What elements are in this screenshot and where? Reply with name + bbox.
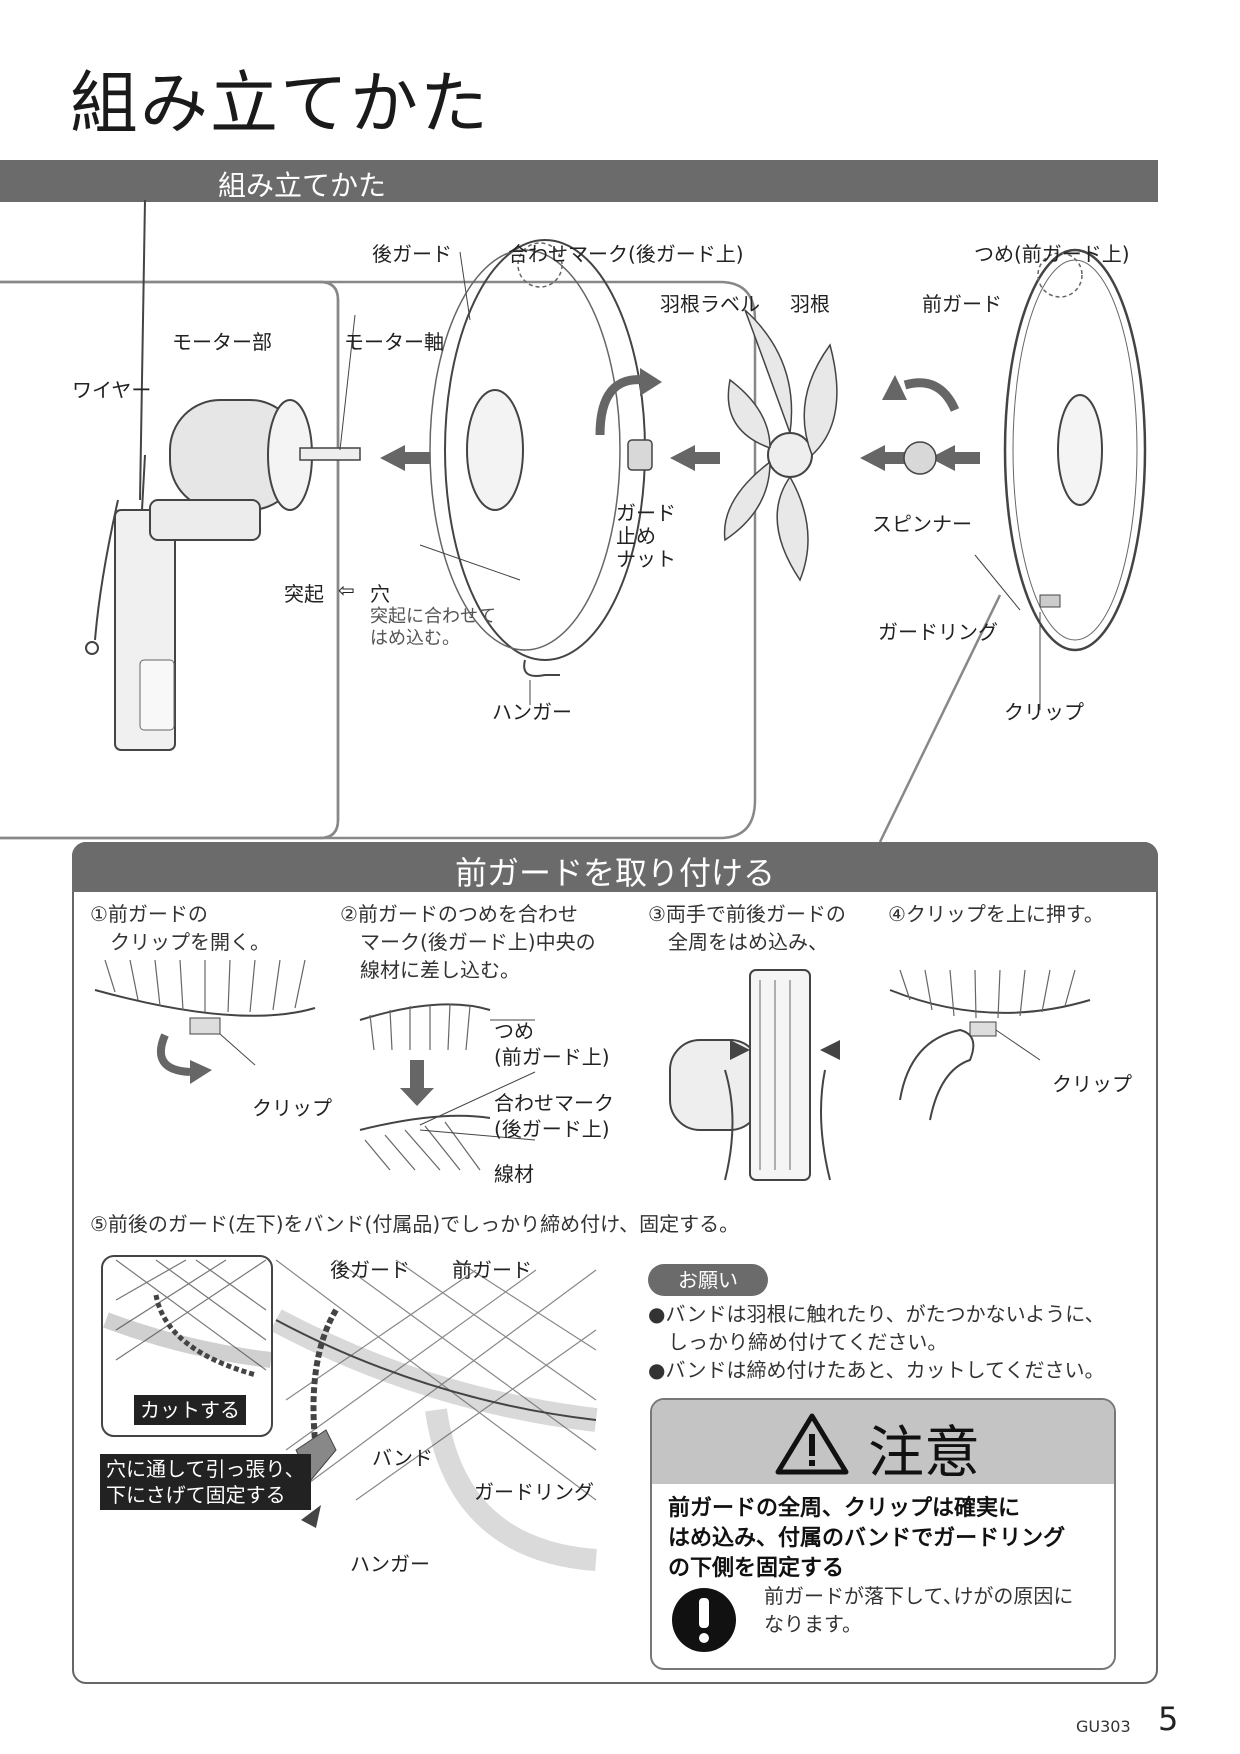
step1-clip-label: クリップ: [252, 1096, 332, 1120]
label-guard-nut-line3: ナット: [616, 547, 676, 571]
mandatory-exclamation-icon: [672, 1588, 736, 1652]
step2-mark-line2: (後ガード上): [494, 1117, 610, 1141]
step2-line3: 線材に差し込む。: [340, 958, 520, 982]
step2-claw-line1: つめ: [494, 1019, 534, 1043]
caution-note-line1: 前ガードが落下して､けがの原因に: [764, 1584, 1074, 1608]
request-item-2: ●バンドは締め付けたあと、カットしてください。: [648, 1358, 1105, 1382]
label-align-mark: 合わせマーク(後ガード上): [508, 242, 744, 266]
request-list: ●バンドは羽根に触れたり、がたつかないように、 しっかり締め付けてください。 ●…: [648, 1300, 1105, 1384]
label-guard-nut-line1: ガード: [616, 501, 676, 525]
step5-text: ⑤前後のガード(左下)をバンド(付属品)でしっかり締め付け、固定する。: [90, 1212, 740, 1236]
caution-body: 前ガードの全周、クリップは確実に はめ込み、付属のバンドでガードリング の下側を…: [668, 1494, 1065, 1584]
label-front-guard: 前ガード: [922, 292, 1002, 316]
front-guard-panel-title: 前ガードを取り付ける: [454, 854, 775, 892]
label-claw: つめ(前ガード上): [974, 242, 1130, 266]
request-item-1-line2: しっかり締め付けてください。: [648, 1330, 948, 1354]
pull-label-line1: 穴に通して引っ張り、: [106, 1457, 305, 1481]
warning-triangle-icon: [775, 1413, 849, 1475]
step2-claw-line2: (前ガード上): [494, 1045, 610, 1069]
spinner-drawing: [903, 441, 937, 475]
step2-mark-label: 合わせマーク (後ガード上): [494, 1090, 614, 1142]
front-guard-panel-header: 前ガードを取り付ける: [72, 842, 1158, 892]
guard-nut-drawing: [627, 439, 653, 471]
step5-front-guard-label: 前ガード: [452, 1258, 532, 1282]
step2-claw-label: つめ (前ガード上): [494, 1018, 610, 1070]
caution-box: 注意 前ガードの全周、クリップは確実に はめ込み、付属のバンドでガードリング の…: [650, 1398, 1116, 1670]
label-guard-nut: ガード 止め ナット: [616, 502, 676, 571]
step5-guard-ring-label: ガードリング: [474, 1480, 594, 1504]
motor-frame-outer: [320, 280, 757, 840]
request-item-1-line1: ●バンドは羽根に触れたり、がたつかないように、: [648, 1302, 1105, 1326]
caution-body-line1: 前ガードの全周、クリップは確実に: [668, 1496, 1021, 1521]
steps-illustrations: [94, 960, 1091, 1181]
label-wire: ワイヤー: [72, 378, 152, 402]
caution-body-line3: の下側を固定する: [668, 1556, 845, 1581]
motor-unit-drawing: [85, 200, 361, 751]
request-badge: お願い: [648, 1264, 768, 1296]
step2-text: ②前ガードのつめを合わせ マーク(後ガード上)中央の 線材に差し込む。: [340, 900, 596, 984]
label-guard-nut-line2: 止め: [616, 524, 656, 548]
cut-label: カットする: [134, 1395, 246, 1425]
pull-label: 穴に通して引っ張り、 下にさげて固定する: [100, 1454, 311, 1510]
step4-text: ④クリップを上に押す。: [888, 902, 1104, 926]
step4-clip-label: クリップ: [1052, 1072, 1132, 1096]
label-motor-shaft: モーター軸: [344, 330, 444, 354]
arrow-left-icon: ⇦: [338, 578, 355, 602]
label-blade: 羽根: [790, 292, 830, 316]
label-fit-note-line1: 突起に合わせて: [370, 606, 496, 627]
step1-line2: クリップを開く。: [90, 930, 270, 954]
step5-band-label: バンド: [372, 1446, 433, 1470]
caution-title: 注意: [868, 1421, 980, 1486]
step5-back-guard-label: 後ガード: [330, 1258, 410, 1282]
step2-mark-line1: 合わせマーク: [494, 1091, 614, 1115]
section-header: 組み立てかた: [0, 160, 1158, 202]
label-motor-unit: モーター部: [172, 330, 272, 354]
step5-hanger-label: ハンガー: [350, 1552, 430, 1576]
step3-line1: ③両手で前後ガードの: [648, 902, 846, 926]
assembly-diagram: [0, 200, 1147, 843]
caution-note-line2: なります。: [764, 1612, 862, 1636]
step1-text: ①前ガードの クリップを開く。: [90, 900, 270, 956]
label-fit-note: 突起に合わせて はめ込む。: [370, 606, 496, 650]
label-guard-ring: ガードリング: [878, 620, 998, 644]
front-guard-drawing: [1003, 248, 1147, 652]
section-title: 組み立てかた: [218, 169, 387, 202]
label-protrusion: 突起: [284, 582, 324, 606]
step3-line2: 全周をはめ込み、: [648, 930, 828, 954]
label-fit-note-line2: はめ込む。: [370, 628, 460, 649]
label-hole: 穴: [370, 582, 390, 606]
label-clip: クリップ: [1004, 700, 1084, 724]
back-guard-drawing: [429, 239, 646, 677]
step2-wire-label: 線材: [494, 1162, 534, 1186]
label-back-guard: 後ガード: [372, 242, 452, 266]
step1-line1: ①前ガードの: [90, 902, 208, 926]
label-hanger: ハンガー: [492, 700, 572, 724]
blade-drawing: [723, 309, 838, 582]
label-spinner: スピンナー: [872, 512, 972, 536]
caution-body-line2: はめ込み、付属のバンドでガードリング: [668, 1526, 1066, 1551]
page-number: 5: [1158, 1700, 1179, 1738]
step2-line1: ②前ガードのつめを合わせ: [340, 902, 578, 926]
page-title: 組み立てかた: [70, 65, 491, 144]
step3-text: ③両手で前後ガードの 全周をはめ込み、: [648, 900, 846, 956]
label-blade-label: 羽根ラベル: [660, 292, 760, 316]
caution-note: 前ガードが落下して､けがの原因に なります。: [764, 1582, 1073, 1638]
step2-line2: マーク(後ガード上)中央の: [340, 930, 596, 954]
pull-label-line2: 下にさげて固定する: [106, 1483, 286, 1507]
model-code: GU303: [1076, 1717, 1131, 1736]
caution-header: 注意: [652, 1400, 1114, 1486]
